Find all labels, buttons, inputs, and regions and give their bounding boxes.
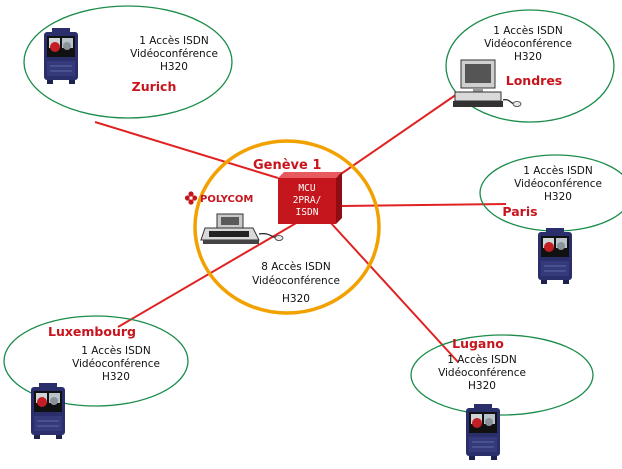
mcu-unit: MCU 2PRA/ ISDN <box>278 172 342 224</box>
site-ring-lugano <box>410 334 594 416</box>
site-lugano-line-1: 1 Accès ISDN <box>447 354 517 366</box>
site-paris-line-1: 1 Accès ISDN <box>523 165 593 177</box>
site-londres-line-2: Vidéoconférence <box>484 38 572 50</box>
link-luxembourg <box>117 221 299 328</box>
desktop-computer-icon <box>453 59 522 107</box>
site-paris-line-3: H320 <box>544 191 572 203</box>
link-zurich <box>94 121 279 179</box>
site-londres-line-1: 1 Accès ISDN <box>493 25 563 37</box>
site-luxembourg-line-3: H320 <box>102 371 130 383</box>
site-ring-luxembourg <box>3 315 189 407</box>
videoconference-unit-icon <box>538 228 572 284</box>
mcu-line-3: ISDN <box>296 207 319 218</box>
site-lugano-line-3: H320 <box>468 380 496 392</box>
link-lugano <box>329 221 459 363</box>
site-luxembourg-city: Luxembourg <box>48 324 136 339</box>
hub-access-line-1: 8 Accès ISDN <box>261 261 331 273</box>
mcu-line-1: MCU <box>298 183 315 194</box>
videoconference-unit-icon <box>31 383 65 439</box>
site-ring-londres <box>445 9 615 123</box>
site-zurich: 1 Accès ISDN Vidéoconférence H320 Zurich <box>44 28 218 94</box>
site-luxembourg-line-2: Vidéoconférence <box>72 358 160 370</box>
hub-access-line-3: H320 <box>282 293 310 305</box>
site-londres-line-3: H320 <box>514 51 542 63</box>
site-luxembourg: Luxembourg 1 Accès ISDN Vidéoconférence … <box>31 324 160 439</box>
hub-access-line-2: Vidéoconférence <box>252 275 340 287</box>
site-paris-city: Paris <box>502 204 537 219</box>
videoconference-unit-icon <box>44 28 78 84</box>
link-paris <box>341 203 507 207</box>
polycom-brand: POLYCOM <box>200 194 253 205</box>
site-londres: 1 Accès ISDN Vidéoconférence H320 Londre… <box>453 25 572 107</box>
site-zurich-line-1: 1 Accès ISDN <box>139 35 209 47</box>
polycom-logo-icon <box>184 191 198 205</box>
site-paris: 1 Accès ISDN Vidéoconférence H320 Paris <box>502 165 602 284</box>
mcu-line-2: 2PRA/ <box>293 195 322 206</box>
site-zurich-line-3: H320 <box>160 61 188 73</box>
site-zurich-line-2: Vidéoconférence <box>130 48 218 60</box>
site-luxembourg-line-1: 1 Accès ISDN <box>81 345 151 357</box>
videoconference-unit-icon <box>466 404 500 460</box>
site-londres-city: Londres <box>506 73 562 88</box>
site-zurich-city: Zurich <box>132 79 177 94</box>
site-paris-line-2: Vidéoconférence <box>514 178 602 190</box>
hub-title: Genève 1 <box>253 158 321 173</box>
polycom-console-icon <box>200 213 284 244</box>
site-ring-zurich <box>23 5 233 119</box>
links <box>94 91 507 363</box>
site-lugano-line-2: Vidéoconférence <box>438 367 526 379</box>
hub-ring <box>193 139 381 315</box>
site-lugano: Lugano 1 Accès ISDN Vidéoconférence H320 <box>438 336 526 460</box>
site-lugano-city: Lugano <box>452 336 504 351</box>
link-londres <box>337 91 461 177</box>
